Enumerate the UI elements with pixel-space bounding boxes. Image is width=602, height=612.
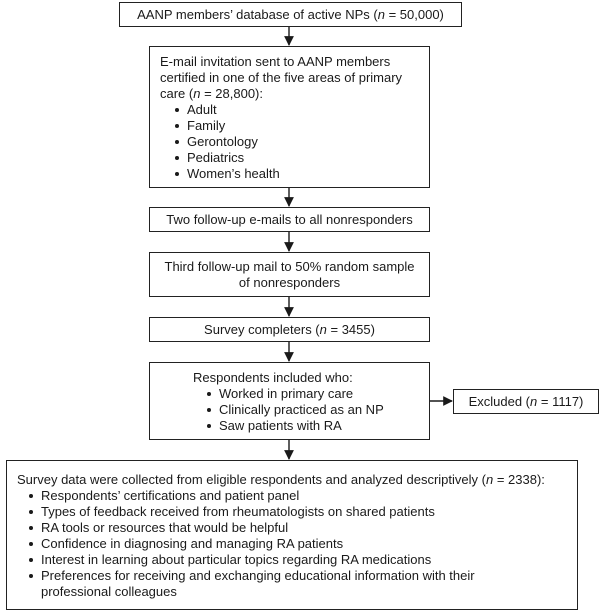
third-follow-up-line-1: Third follow-up mail to 50% random sampl…: [164, 258, 415, 274]
list-item: Gerontology: [173, 134, 419, 150]
list-item: Adult: [173, 102, 419, 118]
list-item: Respondents’ certifications and patient …: [27, 488, 497, 504]
database-text-after: = 50,000): [384, 6, 444, 22]
inclusion-criteria-list: Worked in primary care Clinically practi…: [205, 386, 429, 434]
list-item: Confidence in diagnosing and managing RA…: [27, 536, 497, 552]
email-invitation-box: E-mail invitation sent to AANP members c…: [149, 46, 430, 188]
list-item: Clinically practiced as an NP: [205, 402, 429, 418]
survey-data-intro-after: = 2338):: [493, 472, 545, 487]
list-item: Worked in primary care: [205, 386, 429, 402]
list-item: Interest in learning about particular to…: [27, 552, 497, 568]
respondents-title: Respondents included who:: [193, 370, 353, 385]
list-item: Preferences for receiving and exchanging…: [27, 568, 497, 600]
survey-completers-box: Survey completers (n = 3455): [149, 317, 430, 342]
completers-text-after: = 3455): [326, 321, 375, 337]
completers-text-before: Survey completers (: [204, 321, 320, 337]
third-follow-up-line-2: of nonresponders: [238, 274, 341, 290]
invitation-line-3-after: = 28,800):: [200, 86, 263, 101]
survey-data-box: Survey data were collected from eligible…: [6, 460, 578, 610]
database-text-before: AANP members’ database of active NPs (: [137, 6, 378, 22]
primary-care-areas-list: Adult Family Gerontology Pediatrics Wome…: [173, 102, 419, 182]
database-box: AANP members’ database of active NPs (n …: [119, 2, 462, 27]
invitation-line-2: certified in one of the five areas of pr…: [160, 70, 403, 85]
survey-data-intro-before: Survey data were collected from eligible…: [17, 472, 486, 487]
invitation-n-label: n: [193, 86, 201, 101]
invitation-line-1: E-mail invitation sent to AANP members: [160, 54, 391, 69]
follow-up-emails-box: Two follow-up e-mails to all nonresponde…: [149, 207, 430, 232]
list-item: Types of feedback received from rheumato…: [27, 504, 497, 520]
excluded-n-label: n: [530, 393, 538, 409]
list-item: RA tools or resources that would be help…: [27, 520, 497, 536]
list-item: Pediatrics: [173, 150, 419, 166]
excluded-text-before: Excluded (: [468, 393, 531, 409]
follow-up-emails-text: Two follow-up e-mails to all nonresponde…: [166, 211, 413, 227]
list-item: Saw patients with RA: [205, 418, 429, 434]
respondents-included-box: Respondents included who: Worked in prim…: [149, 362, 430, 440]
survey-data-n-label: n: [485, 472, 494, 487]
database-n-label: n: [377, 6, 385, 22]
completers-n-label: n: [319, 321, 327, 337]
third-follow-up-box: Third follow-up mail to 50% random sampl…: [149, 252, 430, 297]
invitation-line-3: care (: [160, 86, 194, 101]
list-item: Family: [173, 118, 419, 134]
excluded-text-after: = 1117): [537, 393, 584, 409]
excluded-box: Excluded (n = 1117): [453, 389, 599, 414]
survey-topics-list: Respondents’ certifications and patient …: [27, 488, 497, 600]
list-item: Women’s health: [173, 166, 419, 182]
